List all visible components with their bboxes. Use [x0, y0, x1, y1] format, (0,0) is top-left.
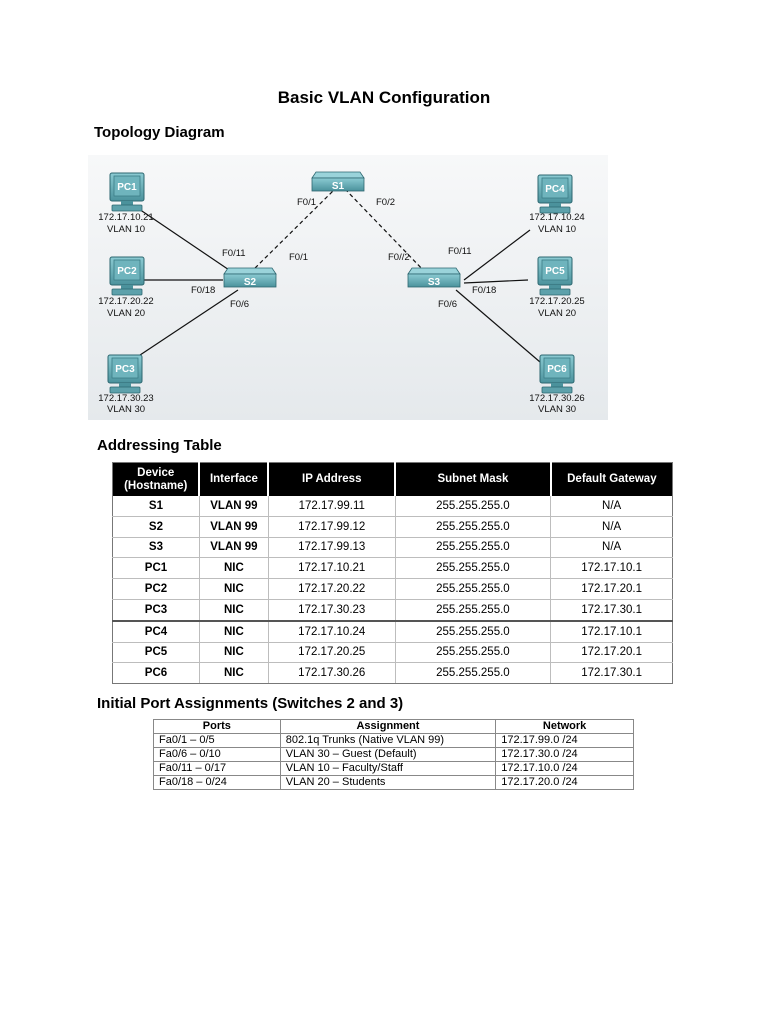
pc6-vlan: VLAN 30	[538, 404, 576, 415]
svg-text:PC3: PC3	[115, 364, 135, 375]
addressing-header-row: Device (Hostname) Interface IP Address S…	[112, 462, 673, 496]
col-ports: Ports	[153, 719, 281, 734]
pc5-ip: 172.17.20.25	[529, 296, 584, 307]
col-default-gateway: Default Gateway	[549, 462, 673, 496]
addressing-heading: Addressing Table	[97, 437, 222, 454]
port-s3-f011: F0/11	[448, 246, 472, 257]
switch-s3: S3	[407, 267, 461, 288]
link-s1-s3	[344, 188, 427, 274]
port-s2-f018: F0/18	[191, 285, 215, 296]
port-s1-f01: F0/1	[297, 197, 316, 208]
addressing-table: Device (Hostname) Interface IP Address S…	[112, 462, 673, 685]
link-pc5-s3	[463, 279, 529, 284]
svg-text:S3: S3	[428, 277, 441, 288]
pc4-vlan: VLAN 10	[538, 224, 576, 235]
svg-text:S2: S2	[244, 277, 257, 288]
pc2-ip: 172.17.20.22	[98, 296, 153, 307]
col-subnet-mask: Subnet Mask	[394, 462, 551, 496]
pc5-vlan: VLAN 20	[538, 308, 576, 319]
port-s1-f02: F0/2	[376, 197, 395, 208]
link-pc6-s3	[455, 289, 541, 363]
port-assignments-heading: Initial Port Assignments (Switches 2 and…	[97, 695, 404, 712]
pc1-vlan: VLAN 10	[107, 224, 145, 235]
pc2-vlan: VLAN 20	[107, 308, 145, 319]
topology-heading: Topology Diagram	[94, 124, 225, 141]
col-interface: Interface	[198, 462, 269, 496]
link-pc3-s2	[127, 289, 239, 364]
port-s3-f06: F0/6	[438, 299, 457, 310]
svg-text:PC2: PC2	[117, 266, 137, 277]
port-s3-f02: F0//2	[388, 252, 410, 263]
col-ip-address: IP Address	[267, 462, 396, 496]
col-assignment: Assignment	[279, 719, 497, 734]
col-device: Device (Hostname)	[112, 462, 200, 496]
topology-diagram: S1 S2 S3 PC1 172.17.10.21 VLAN 10 PC2 17…	[88, 155, 608, 420]
svg-text:PC1: PC1	[117, 182, 137, 193]
pc6-ip: 172.17.30.26	[529, 393, 584, 404]
pc-pc4: PC4	[537, 174, 573, 214]
topology-svg: S1 S2 S3 PC1 172.17.10.21 VLAN 10 PC2 17…	[88, 155, 608, 420]
svg-text:S1: S1	[332, 181, 345, 192]
port-header-row: Ports Assignment Network	[153, 719, 634, 734]
svg-text:PC6: PC6	[547, 364, 567, 375]
pc-pc1: PC1	[109, 172, 145, 212]
link-pc1-s2	[135, 206, 239, 277]
link-pc4-s3	[463, 229, 531, 281]
port-s2-f01: F0/1	[289, 252, 308, 263]
pc4-ip: 172.17.10.24	[529, 212, 584, 223]
svg-text:PC4: PC4	[545, 184, 565, 195]
pc-pc5: PC5	[537, 256, 573, 296]
pc1-ip: 172.17.10.21	[98, 212, 153, 223]
port-s2-f011: F0/11	[222, 248, 246, 259]
col-network: Network	[495, 719, 634, 734]
page-title: Basic VLAN Configuration	[277, 88, 491, 107]
pc3-vlan: VLAN 30	[107, 404, 145, 415]
port-s3-f018: F0/18	[472, 285, 496, 296]
pc3-ip: 172.17.30.23	[98, 393, 153, 404]
switch-s2: S2	[223, 267, 277, 288]
pc-pc2: PC2	[109, 256, 145, 296]
port-s2-f06: F0/6	[230, 299, 249, 310]
switch-s1: S1	[311, 171, 365, 192]
link-s1-s2	[249, 188, 336, 274]
pc-pc6: PC6	[539, 354, 575, 394]
svg-text:PC5: PC5	[545, 266, 565, 277]
pc-pc3: PC3	[107, 354, 143, 394]
